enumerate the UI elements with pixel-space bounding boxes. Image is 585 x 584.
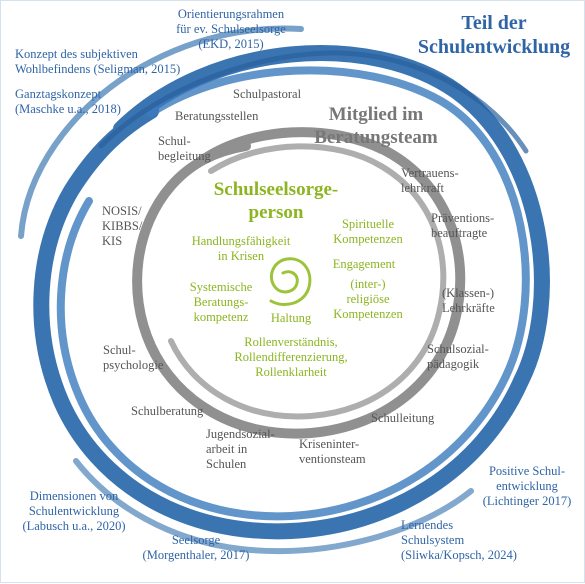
- label-klassenlehrkraefte: (Klassen-) Lehrkräfte: [442, 286, 495, 315]
- inner-green-spiral: [269, 257, 312, 306]
- label-ganztag: Ganztagskonzept (Maschke u.a., 2018): [15, 87, 121, 116]
- label-vertrauenslehrkraft: Vertrauens- lehrkraft: [401, 166, 459, 195]
- label-systemische: Systemische Beratungs- kompetenz: [189, 280, 253, 324]
- label-beratungsstellen: Beratungsstellen: [175, 109, 259, 123]
- label-schulbegleitung: Schul- begleitung: [158, 134, 211, 163]
- title-person: Schulseelsorge- person: [213, 179, 339, 223]
- label-nosis: NOSIS/ KIBBS/ KIS: [102, 204, 143, 248]
- label-positive: Positive Schul- entwicklung (Lichtinger …: [482, 464, 572, 508]
- label-orientierungsrahmen: Orientierungsrahmen für ev. Schulseelsor…: [176, 7, 286, 51]
- label-praeventionsbeauftragte: Präventions- beauftragte: [431, 211, 495, 240]
- label-schulpastoral: Schulpastoral: [233, 87, 302, 101]
- label-schulpsychologie: Schul- psychologie: [103, 343, 164, 372]
- label-spirituelle: Spirituelle Kompetenzen: [333, 217, 403, 246]
- label-handlungsfaehigkeit: Handlungsfähigkeit in Krisen: [191, 234, 291, 263]
- title-counseling-team: Mitglied im Beratungsteam: [314, 104, 438, 148]
- middle-gray-ring: [132, 127, 466, 439]
- label-kriseninterventionsteam: Kriseninter- ventionsteam: [299, 437, 366, 466]
- label-engagement: Engagement: [332, 257, 396, 271]
- label-dimensionen: Dimensionen von Schulentwicklung (Labusc…: [22, 489, 126, 533]
- title-school-development: Teil der Schulentwicklung: [417, 12, 571, 58]
- label-jugendsozialarbeit: Jugendsozial- arbeit in Schulen: [206, 427, 275, 471]
- label-haltung: Haltung: [270, 311, 312, 325]
- label-schulleitung: Schulleitung: [371, 411, 435, 425]
- label-wohlbefinden: Konzept des subjektiven Wohlbefindens (S…: [15, 47, 181, 76]
- label-lernendes: Lernendes Schulsystem (Sliwka/Kopsch, 20…: [401, 518, 517, 562]
- label-rollen: Rollenverständnis, Rollendifferenzierung…: [234, 335, 348, 379]
- outer-blue-ring: [18, 25, 550, 555]
- label-seelsorge: Seelsorge (Morgenthaler, 2017): [142, 533, 250, 562]
- label-interreligioese: (inter-) religiöse Kompetenzen: [333, 277, 403, 321]
- label-schulberatung: Schulberatung: [131, 404, 204, 418]
- label-schulsozialpaedagogik: Schulsozial- pädagogik: [427, 342, 489, 371]
